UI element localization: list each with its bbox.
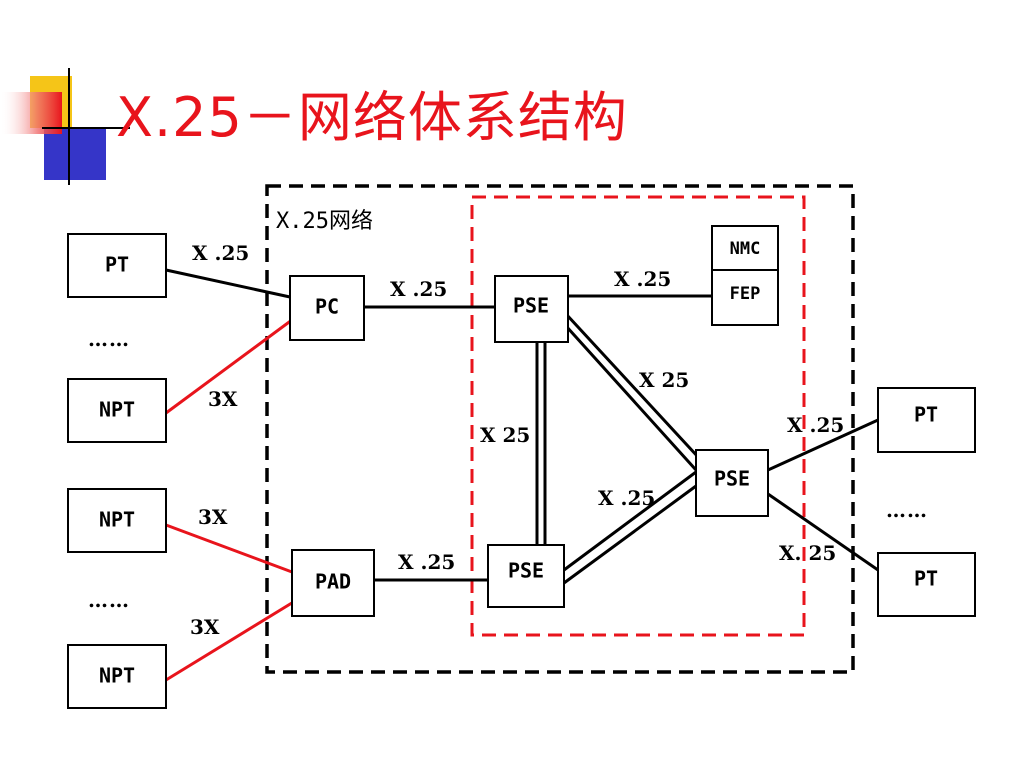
ellipsis-left-lower: …… <box>88 588 130 612</box>
ellipsis-right: …… <box>886 498 928 522</box>
node-fep: FEP <box>711 269 779 326</box>
page-title: X.25－网络体系结构 <box>116 86 628 149</box>
svg-text:PT: PT <box>914 567 938 591</box>
label-pc-pse: X .25 <box>390 277 447 301</box>
label-npt-pad: 3X <box>198 505 228 529</box>
trunk-pse-bottom-right <box>563 470 697 585</box>
link-npt-pc <box>165 312 301 415</box>
trunk-pse-top-bottom <box>535 342 547 545</box>
link-pse-pt-bottom <box>767 492 879 572</box>
svg-text:PSE: PSE <box>714 467 750 491</box>
node-pad: PAD <box>291 549 375 617</box>
svg-text:NPT: NPT <box>99 398 135 422</box>
label-pad-pse: X .25 <box>398 550 455 574</box>
node-pse-bottom: PSE <box>487 544 565 608</box>
pse-subnet-boundary <box>470 195 806 637</box>
label-pse-vertical: X 25 <box>480 423 530 447</box>
network-label: X.25网络 <box>276 209 373 234</box>
link-npt-pad-2 <box>165 596 301 682</box>
node-nmc: NMC <box>711 225 779 271</box>
corner-decoration <box>0 68 130 185</box>
svg-text:NMC: NMC <box>730 239 761 259</box>
label-pse-top-right: X 25 <box>639 368 689 392</box>
svg-text:PT: PT <box>914 403 938 427</box>
node-npt-left-3: NPT <box>67 644 167 709</box>
deco-blue-square <box>44 128 106 180</box>
label-pse-pt-bottom: X. 25 <box>779 541 836 565</box>
trunk-pse-top-right <box>564 312 701 472</box>
svg-text:PSE: PSE <box>508 559 544 583</box>
label-pse-bottom-right: X .25 <box>598 486 655 510</box>
node-npt-left-1: NPT <box>67 378 167 443</box>
svg-text:PAD: PAD <box>315 570 351 594</box>
svg-text:PC: PC <box>315 295 339 319</box>
node-pt-right-top: PT <box>877 387 976 453</box>
svg-text:PT: PT <box>105 253 129 277</box>
node-npt-left-2: NPT <box>67 488 167 553</box>
node-pt-top-left: PT <box>67 233 167 298</box>
node-pt-right-bottom: PT <box>877 552 976 617</box>
node-pc: PC <box>289 275 365 341</box>
x25-network-boundary <box>265 184 855 674</box>
link-pse-pt-top <box>767 418 879 472</box>
label-pse-fep: X .25 <box>614 267 671 291</box>
link-npt-pad <box>165 523 293 574</box>
node-pse-right: PSE <box>695 449 769 517</box>
label-npt-pad-2: 3X <box>190 615 220 639</box>
label-pt-pc: X .25 <box>192 241 249 265</box>
svg-text:NPT: NPT <box>99 508 135 532</box>
svg-text:NPT: NPT <box>99 664 135 688</box>
svg-text:FEP: FEP <box>730 284 761 304</box>
link-pt-pc <box>165 268 291 299</box>
svg-text:PSE: PSE <box>513 294 549 318</box>
label-npt-pc: 3X <box>208 387 238 411</box>
node-pse-top: PSE <box>494 275 569 343</box>
label-pse-pt-top: X .25 <box>787 413 844 437</box>
ellipsis-left-upper: …… <box>88 327 130 351</box>
